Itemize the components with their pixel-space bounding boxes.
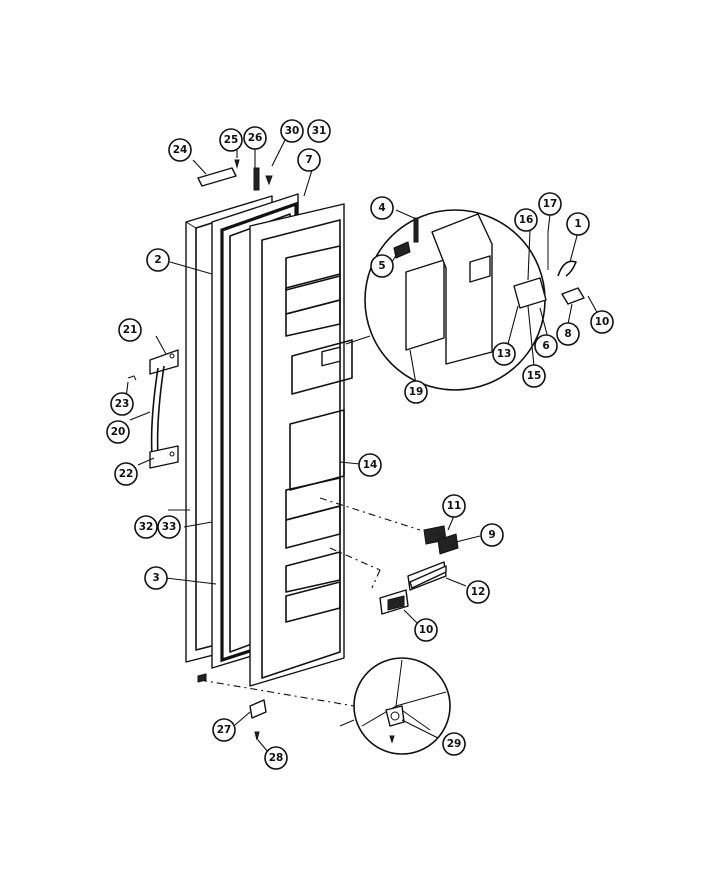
svg-text:2: 2 [154, 254, 161, 266]
callout-2: 2 [146, 248, 170, 272]
callout-9: 9 [480, 523, 504, 547]
callout-17: 17 [538, 192, 562, 216]
shelf-bracket-parts [319, 497, 459, 615]
svg-text:17: 17 [543, 198, 558, 210]
callout-14: 14 [358, 453, 382, 477]
callout-6: 6 [534, 334, 558, 358]
callout-13: 13 [492, 342, 516, 366]
svg-text:14: 14 [363, 459, 378, 471]
svg-text:3: 3 [152, 572, 159, 584]
svg-text:29: 29 [447, 738, 462, 750]
svg-text:20: 20 [111, 426, 126, 438]
callout-28: 28 [264, 746, 288, 770]
svg-text:30: 30 [285, 125, 300, 137]
svg-text:32: 32 [139, 521, 154, 533]
door-handle [127, 349, 179, 469]
svg-text:10: 10 [419, 624, 434, 636]
svg-text:11: 11 [447, 500, 462, 512]
dispenser-detail-inset [345, 209, 585, 391]
leader-lines [125, 139, 599, 753]
svg-text:33: 33 [162, 521, 177, 533]
svg-text:10: 10 [595, 316, 610, 328]
door-inner-liner [249, 203, 353, 687]
svg-text:27: 27 [217, 724, 232, 736]
svg-text:16: 16 [519, 214, 534, 226]
callout-10: 10 [414, 618, 438, 642]
svg-text:26: 26 [248, 132, 263, 144]
callout-4: 4 [370, 196, 394, 220]
callout-25: 25 [219, 128, 243, 152]
svg-text:31: 31 [312, 125, 327, 137]
callout-7: 7 [297, 148, 321, 172]
svg-text:4: 4 [378, 202, 385, 214]
callout-8: 8 [556, 322, 580, 346]
svg-text:22: 22 [119, 468, 134, 480]
svg-text:19: 19 [409, 386, 424, 398]
callout-1: 1 [566, 212, 590, 236]
svg-text:25: 25 [224, 134, 239, 146]
callout-20: 20 [106, 420, 130, 444]
callout-32: 32 [134, 515, 158, 539]
callout-26: 26 [243, 126, 267, 150]
svg-text:8: 8 [564, 328, 571, 340]
svg-text:21: 21 [123, 324, 138, 336]
svg-text:24: 24 [173, 144, 188, 156]
svg-text:15: 15 [527, 370, 542, 382]
svg-text:9: 9 [488, 529, 495, 541]
callout-5: 5 [370, 254, 394, 278]
callout-12: 12 [466, 580, 490, 604]
svg-text:1: 1 [574, 218, 581, 230]
svg-text:7: 7 [305, 154, 312, 166]
svg-text:23: 23 [115, 398, 130, 410]
callout-16: 16 [514, 208, 538, 232]
svg-text:28: 28 [269, 752, 284, 764]
callout-21: 21 [118, 318, 142, 342]
callout-30: 30 [280, 119, 304, 143]
callout-3: 3 [144, 566, 168, 590]
callout-19: 19 [404, 380, 428, 404]
svg-text:12: 12 [471, 586, 486, 598]
callout-11: 11 [442, 494, 466, 518]
callout-23: 23 [110, 392, 134, 416]
callout-29: 29 [442, 732, 466, 756]
callout-22: 22 [114, 462, 138, 486]
callout-15: 15 [522, 364, 546, 388]
callout-31: 31 [307, 119, 331, 143]
svg-text:6: 6 [542, 340, 549, 352]
callout-18: 10 [590, 310, 614, 334]
callout-33: 33 [157, 515, 181, 539]
svg-text:13: 13 [497, 348, 512, 360]
svg-text:5: 5 [378, 260, 385, 272]
top-hinge-parts [197, 159, 273, 191]
bottom-hinge-parts [197, 657, 451, 755]
callout-24: 24 [168, 138, 192, 162]
callout-27: 27 [212, 718, 236, 742]
